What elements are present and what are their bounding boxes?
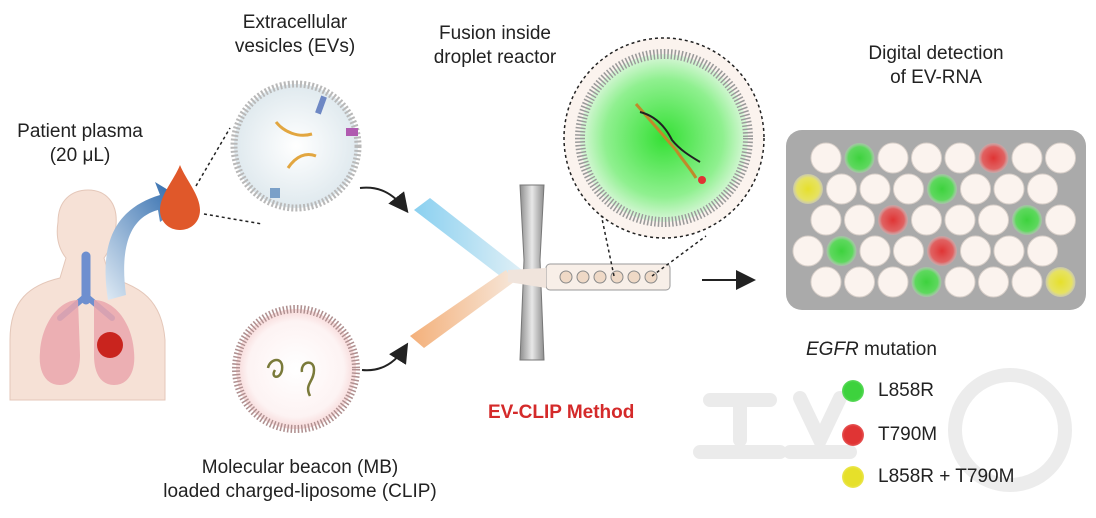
well-empty [944, 142, 976, 174]
charged-liposome [232, 305, 360, 433]
legend-item-both: L858R + T790M [842, 466, 1014, 488]
well-empty [1011, 142, 1043, 174]
legend-label: L858R + T790M [878, 466, 1015, 487]
well-empty [911, 204, 942, 236]
microfluidic-chip [410, 184, 671, 361]
method-title: EV-CLIP Method [488, 402, 635, 423]
well-empty [993, 235, 1025, 267]
well-empty [810, 142, 842, 174]
well-empty [810, 204, 842, 236]
well-empty [826, 173, 857, 205]
well-empty [893, 235, 924, 267]
well-empty [877, 142, 909, 174]
well-yellow [1045, 267, 1076, 297]
channel-droplet [627, 270, 641, 284]
well-red [927, 236, 957, 266]
well-empty [978, 266, 1009, 298]
well-empty [944, 204, 976, 236]
well-empty [859, 173, 891, 205]
legend-title-gene: EGFR [806, 339, 859, 360]
well-red [978, 143, 1009, 173]
patient-figure [9, 189, 166, 401]
channel-droplet [644, 270, 658, 284]
channel-droplet [593, 270, 607, 284]
well-empty [960, 173, 991, 205]
legend-title: EGFR mutation [806, 338, 937, 362]
extracellular-vesicle [230, 80, 362, 212]
droplet-reactor [563, 37, 765, 239]
well-empty [1027, 173, 1058, 205]
well-empty [960, 235, 991, 267]
well-green [826, 236, 857, 266]
well-empty [877, 266, 909, 298]
legend-label: L858R [878, 380, 934, 401]
well-green [844, 143, 875, 173]
green-dot-icon [842, 380, 864, 402]
well-yellow [793, 174, 823, 204]
well-empty [944, 266, 976, 298]
label-clip: Molecular beacon (MB)loaded charged-lipo… [163, 457, 437, 502]
blood-drop-icon [160, 165, 200, 230]
legend-title-rest: mutation [858, 339, 937, 360]
well-green [927, 174, 957, 204]
red-dot-icon [842, 424, 864, 446]
channel-droplet [576, 270, 590, 284]
well-empty [792, 235, 824, 267]
well-empty [1011, 266, 1043, 298]
well-empty [893, 173, 924, 205]
well-green [1012, 205, 1042, 235]
channel-droplet [559, 270, 573, 284]
well-empty [859, 235, 891, 267]
legend-label: T790M [878, 424, 938, 445]
channel-droplet [610, 270, 624, 284]
well-empty [911, 142, 942, 174]
well-empty [1045, 204, 1076, 236]
well-empty [810, 266, 842, 298]
watermark [693, 368, 1072, 492]
well-empty [844, 204, 875, 236]
well-empty [978, 204, 1009, 236]
legend-item-t790m: T790M [842, 424, 937, 446]
legend-item-l858r: L858R [842, 380, 934, 402]
label-patient-plasma: Patient plasma(20 μL) [17, 121, 143, 166]
well-green [911, 267, 942, 297]
well-empty [1045, 142, 1076, 174]
well-empty [993, 173, 1025, 205]
yellow-dot-icon [842, 466, 864, 488]
well-red [878, 205, 908, 235]
well-empty [1027, 235, 1058, 267]
well-empty [844, 266, 875, 298]
